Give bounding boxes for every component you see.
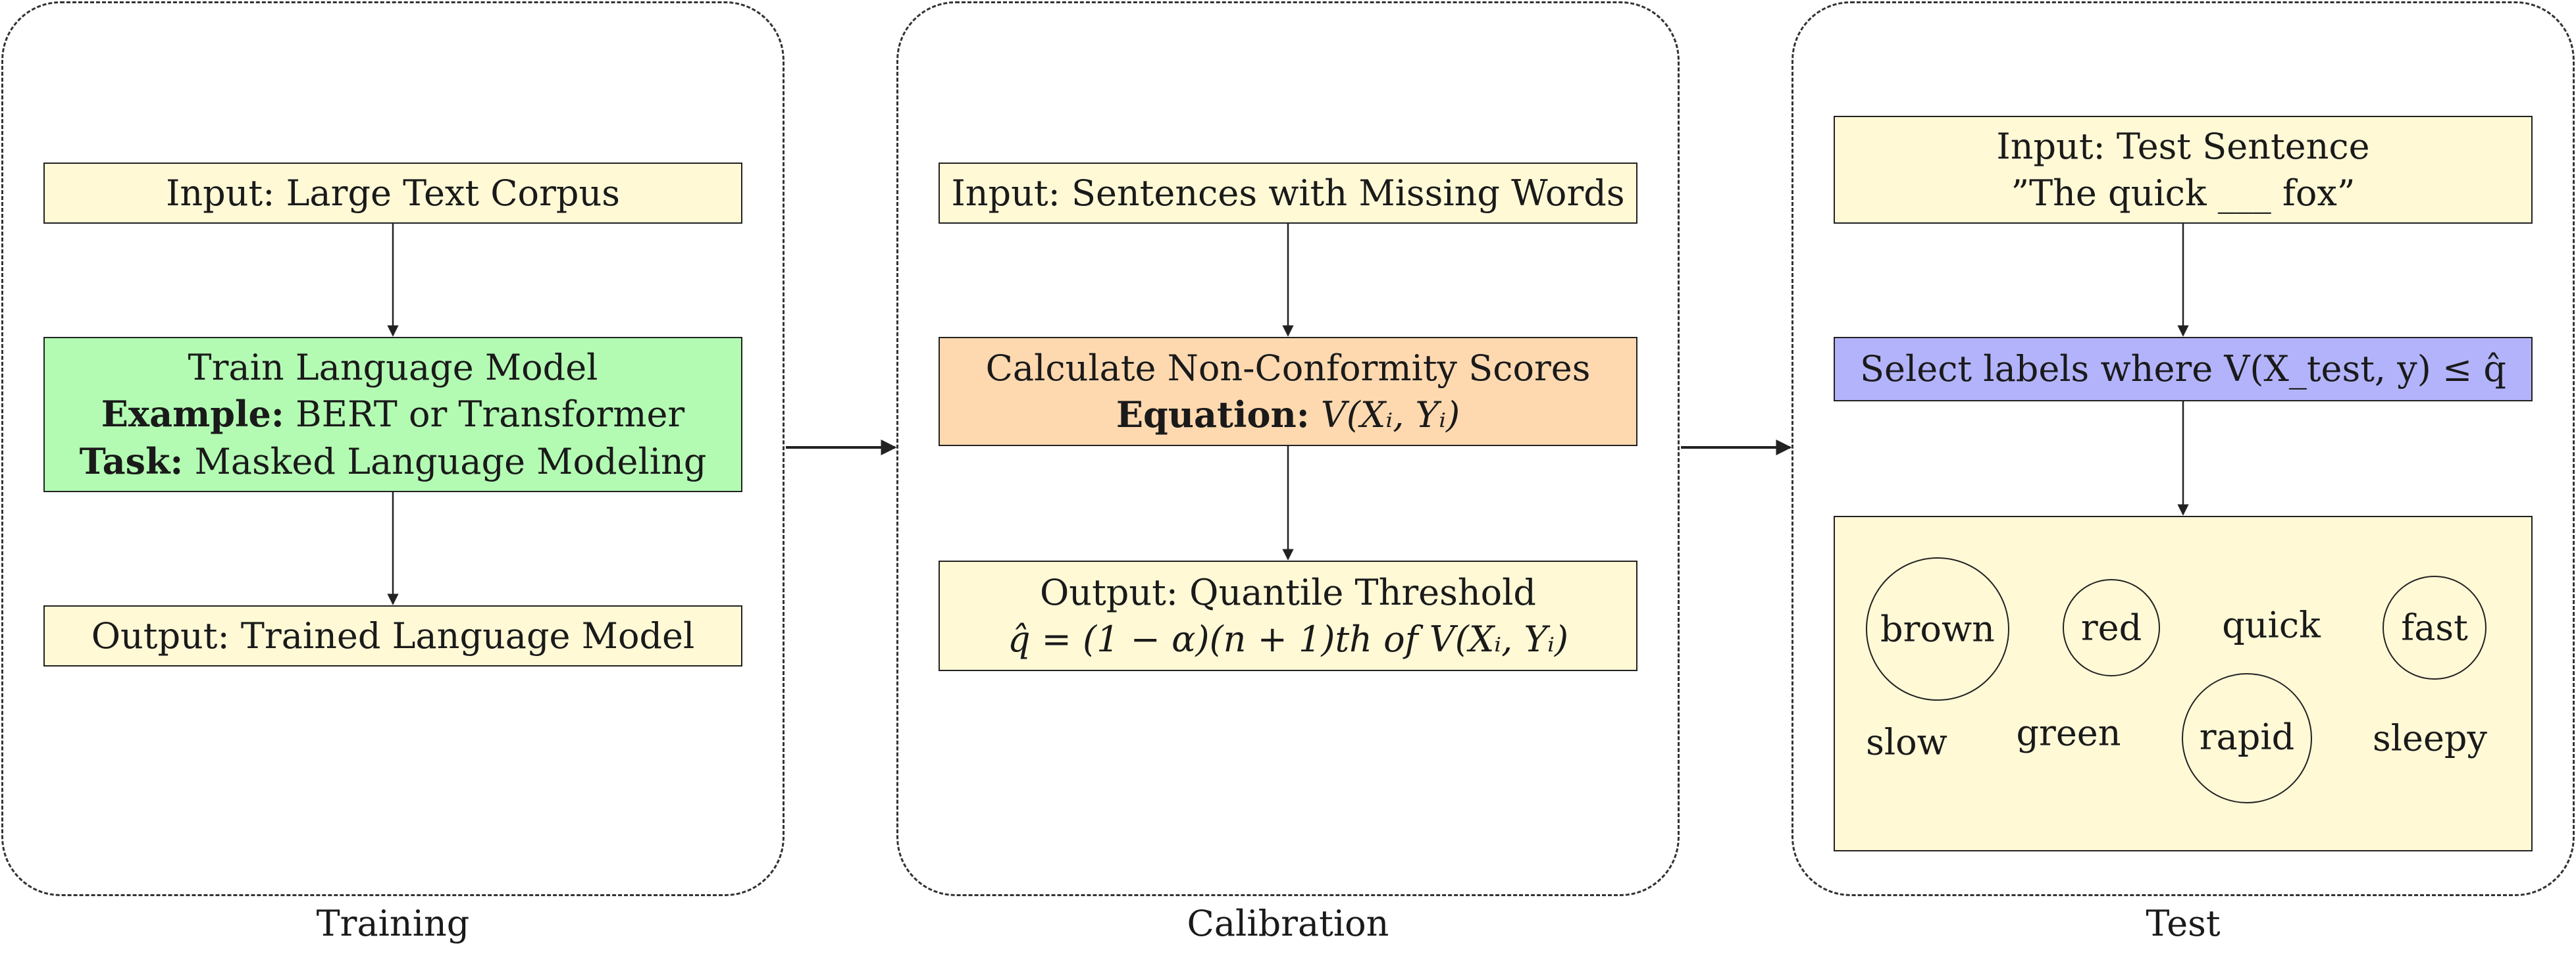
calibration-input-box: Input: Sentences with Missing Words [939, 163, 1637, 224]
example-label: Example: [101, 393, 284, 436]
selected-circle-red [2063, 579, 2160, 676]
training-output-box: Output: Trained Language Model [43, 605, 742, 667]
training-input-text: Input: Large Text Corpus [166, 172, 620, 214]
quantile-threshold-formula: q̂ = (1 − α)(n + 1)th of V(Xᵢ, Yᵢ) [1007, 618, 1569, 660]
selected-circle-rapid [2182, 673, 2312, 803]
candidate-word-sleepy: sleepy [2373, 717, 2487, 759]
select-labels-rule: Select labels where V(X_test, y) ≤ q̂ [1860, 348, 2506, 390]
candidate-word-green: green [2016, 712, 2121, 754]
quantile-threshold-box: Output: Quantile Threshold q̂ = (1 − α)(… [939, 561, 1637, 671]
nonconformity-scores-box: Calculate Non-Conformity Scores Equation… [939, 337, 1637, 446]
train-model-example: Example: BERT or Transformer [101, 391, 685, 438]
candidate-word-quick: quick [2222, 604, 2321, 646]
scores-equation: Equation: V(Xᵢ, Yᵢ) [1116, 391, 1460, 438]
train-model-box: Train Language Model Example: BERT or Tr… [43, 337, 742, 492]
example-value: BERT or Transformer [295, 393, 685, 436]
scores-title: Calculate Non-Conformity Scores [985, 347, 1591, 389]
test-panel [1791, 1, 2575, 896]
candidate-word-fast: fast [2401, 607, 2468, 649]
calibration-panel [896, 1, 1680, 896]
candidate-word-red: red [2080, 607, 2142, 649]
train-model-task: Task: Masked Language Modeling [80, 438, 707, 485]
candidate-word-rapid: rapid [2199, 716, 2295, 758]
equation-value: V(Xᵢ, Yᵢ) [1320, 394, 1460, 436]
equation-label: Equation: [1116, 393, 1310, 436]
training-panel [1, 1, 785, 896]
calibration-input-text: Input: Sentences with Missing Words [951, 172, 1625, 214]
test-input-sentence: ”The quick ___ fox” [2011, 172, 2356, 214]
test-panel-label: Test [2146, 903, 2221, 944]
test-input-title: Input: Test Sentence [1996, 125, 2370, 167]
training-input-box: Input: Large Text Corpus [43, 163, 742, 224]
task-value: Masked Language Modeling [194, 440, 707, 482]
select-labels-box: Select labels where V(X_test, y) ≤ q̂ [1834, 337, 2533, 401]
candidate-word-brown: brown [1880, 608, 1995, 650]
calibration-panel-label: Calibration [1187, 903, 1389, 944]
selected-circle-fast [2383, 576, 2486, 680]
selected-circle-brown [1866, 557, 2009, 701]
test-input-box: Input: Test Sentence ”The quick ___ fox” [1834, 116, 2533, 224]
training-panel-label: Training [316, 903, 470, 944]
candidate-word-slow: slow [1866, 721, 1947, 763]
train-model-title: Train Language Model [188, 347, 598, 389]
training-output-text: Output: Trained Language Model [91, 615, 695, 657]
task-label: Task: [79, 440, 184, 482]
quantile-threshold-title: Output: Quantile Threshold [1040, 571, 1536, 613]
